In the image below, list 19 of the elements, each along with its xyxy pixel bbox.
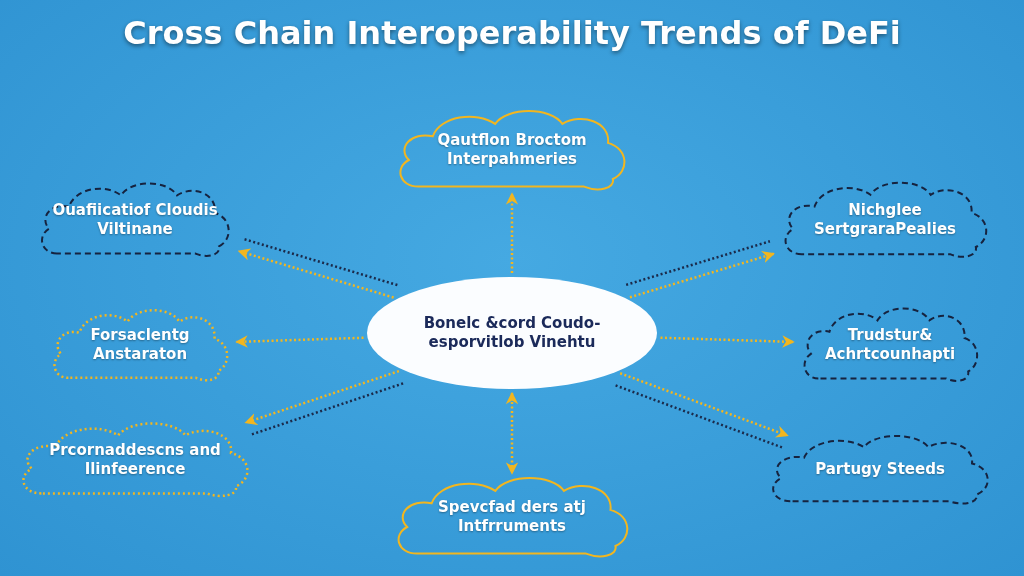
node-label: Partugy Steeds <box>815 460 945 480</box>
node-label: Trudstur& Achrtcounhapti <box>823 325 957 365</box>
node-label: Prcornaddescns and Ilinfeerence <box>48 440 222 480</box>
arrow <box>505 391 519 475</box>
arrow <box>660 335 795 348</box>
node-label: Forsaclentg Anstaraton <box>89 325 191 365</box>
arrow <box>505 192 519 273</box>
node-label: Ouafiicatiof Cloudis Viltinane <box>51 200 219 240</box>
arrow <box>629 251 775 299</box>
central-ellipse <box>367 277 657 389</box>
node-label: Spevcfad ders atj Intfrruments <box>437 497 587 537</box>
node-label: Nichglee SertgraraPealies <box>813 200 957 240</box>
arrow <box>235 335 364 348</box>
node-label: Bonelc &cord Coudo-esporvitlob Vinehtu <box>422 313 602 353</box>
diagram-title: Cross Chain Interoperability Trends of DeFi <box>122 14 902 52</box>
arrow <box>237 248 394 299</box>
node-label: Qautflon Broctom Interpahmeries <box>436 130 588 170</box>
arrow <box>244 369 400 426</box>
arrow <box>619 372 789 438</box>
